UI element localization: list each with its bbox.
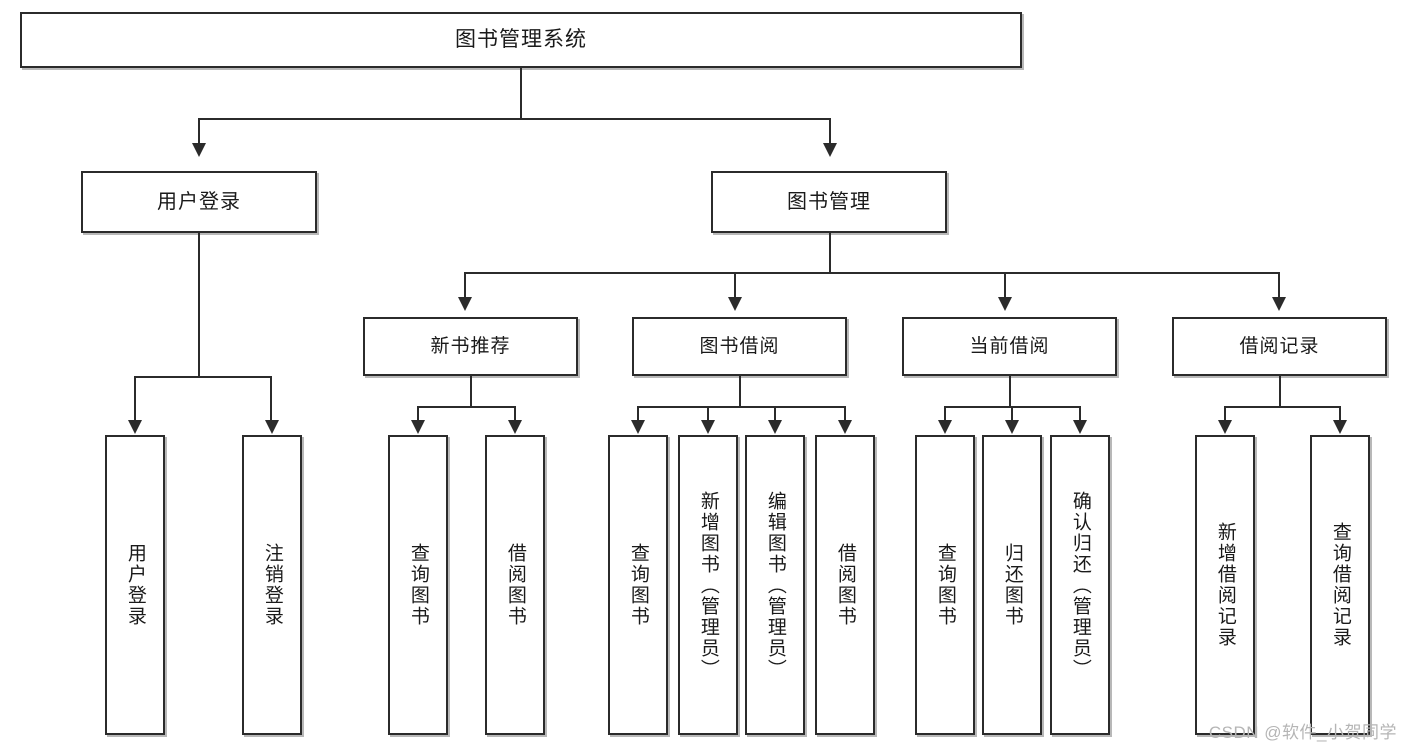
node-label: 借阅图书 — [504, 543, 526, 627]
node-book-borrow[interactable]: 图书借阅 — [632, 317, 847, 376]
edge-book-borrow-drop-1 — [637, 406, 639, 420]
leaf-borrow-record-query-record[interactable]: 查询借阅记录 — [1310, 435, 1370, 735]
node-label: 编辑图书（管理员） — [764, 490, 786, 680]
arrow-leaf-book-borrow-borrow — [838, 420, 852, 434]
node-new-book-recommend[interactable]: 新书推荐 — [363, 317, 578, 376]
edge-level1-bus — [198, 118, 830, 120]
edge-to-book-borrow — [734, 272, 736, 297]
arrow-leaf-borrow-record-query — [1333, 420, 1347, 434]
leaf-book-borrow-borrow-book[interactable]: 借阅图书 — [815, 435, 875, 735]
leaf-current-borrow-confirm-return-admin[interactable]: 确认归还（管理员） — [1050, 435, 1110, 735]
node-book-management[interactable]: 图书管理 — [711, 171, 947, 233]
edge-user-login-right-drop — [270, 376, 272, 420]
edge-borrow-record-bus — [1224, 406, 1340, 408]
edge-to-book-management — [829, 118, 831, 143]
leaf-borrow-record-add-record[interactable]: 新增借阅记录 — [1195, 435, 1255, 735]
edge-book-borrow-bus — [637, 406, 845, 408]
node-label: 图书管理系统 — [455, 27, 587, 51]
edge-user-login-bus — [134, 376, 271, 378]
edge-user-login-left-drop — [134, 376, 136, 420]
node-label: 查询借阅记录 — [1329, 522, 1351, 648]
edge-to-current-borrow — [1004, 272, 1006, 297]
arrow-leaf-book-borrow-add — [701, 420, 715, 434]
edge-to-new-book — [464, 272, 466, 297]
node-label: 图书借阅 — [699, 335, 780, 357]
edge-current-borrow-drop-2 — [1011, 406, 1013, 420]
arrow-leaf-borrow-record-add — [1218, 420, 1232, 434]
node-label: 查询图书 — [627, 543, 649, 627]
arrow-leaf-new-book-query — [411, 420, 425, 434]
edge-current-borrow-drop-1 — [944, 406, 946, 420]
node-label: 新增借阅记录 — [1214, 522, 1236, 648]
edge-borrow-record-stem — [1279, 376, 1281, 407]
node-label: 借阅记录 — [1239, 335, 1320, 357]
leaf-book-borrow-add-book-admin[interactable]: 新增图书（管理员） — [678, 435, 738, 735]
edge-current-borrow-stem — [1009, 376, 1011, 407]
edge-new-book-stem — [470, 376, 472, 407]
node-label: 查询图书 — [407, 543, 429, 627]
arrow-to-book-borrow — [728, 297, 742, 311]
arrow-leaf-book-borrow-query — [631, 420, 645, 434]
arrow-leaf-user-login-login — [128, 420, 142, 434]
node-label: 图书管理 — [787, 190, 871, 213]
node-label: 归还图书 — [1001, 543, 1023, 627]
node-label: 确认归还（管理员） — [1069, 490, 1091, 680]
arrow-leaf-book-borrow-edit — [768, 420, 782, 434]
node-user-login[interactable]: 用户登录 — [81, 171, 317, 233]
edge-level2-bus — [464, 272, 1280, 274]
edge-current-borrow-drop-3 — [1079, 406, 1081, 420]
arrow-leaf-user-login-logout — [265, 420, 279, 434]
node-label: 新增图书（管理员） — [697, 490, 719, 680]
leaf-user-login-login[interactable]: 用户登录 — [105, 435, 165, 735]
arrow-leaf-current-borrow-query — [938, 420, 952, 434]
arrow-to-book-management — [823, 143, 837, 157]
node-label: 借阅图书 — [834, 543, 856, 627]
edge-book-borrow-drop-4 — [844, 406, 846, 420]
edge-new-book-drop-2 — [514, 406, 516, 420]
node-label: 注销登录 — [261, 543, 283, 627]
leaf-user-login-logout[interactable]: 注销登录 — [242, 435, 302, 735]
edge-book-borrow-drop-2 — [707, 406, 709, 420]
node-label: 当前借阅 — [969, 335, 1050, 357]
edge-book-management-stem — [829, 233, 831, 273]
leaf-book-borrow-edit-book-admin[interactable]: 编辑图书（管理员） — [745, 435, 805, 735]
edge-borrow-record-drop-2 — [1339, 406, 1341, 420]
arrow-leaf-current-borrow-confirm — [1073, 420, 1087, 434]
leaf-current-borrow-return-book[interactable]: 归还图书 — [982, 435, 1042, 735]
arrow-to-user-login — [192, 143, 206, 157]
arrow-leaf-current-borrow-return — [1005, 420, 1019, 434]
edge-user-login-stem — [198, 233, 200, 377]
arrow-to-borrow-record — [1272, 297, 1286, 311]
edge-new-book-bus — [417, 406, 515, 408]
node-root-library-management-system[interactable]: 图书管理系统 — [20, 12, 1022, 68]
edge-root-stem — [520, 68, 522, 119]
edge-new-book-drop-1 — [417, 406, 419, 420]
leaf-book-borrow-query-book[interactable]: 查询图书 — [608, 435, 668, 735]
node-label: 查询图书 — [934, 543, 956, 627]
node-label: 新书推荐 — [430, 335, 511, 357]
edge-borrow-record-drop-1 — [1224, 406, 1226, 420]
leaf-current-borrow-query-book[interactable]: 查询图书 — [915, 435, 975, 735]
arrow-leaf-new-book-borrow — [508, 420, 522, 434]
edge-to-borrow-record — [1278, 272, 1280, 297]
node-borrow-record[interactable]: 借阅记录 — [1172, 317, 1387, 376]
arrow-to-new-book — [458, 297, 472, 311]
leaf-new-book-borrow-book[interactable]: 借阅图书 — [485, 435, 545, 735]
leaf-new-book-query-book[interactable]: 查询图书 — [388, 435, 448, 735]
arrow-to-current-borrow — [998, 297, 1012, 311]
node-current-borrow[interactable]: 当前借阅 — [902, 317, 1117, 376]
csdn-watermark: CSDN @软件_小贺同学 — [1208, 723, 1397, 742]
edge-to-user-login — [198, 118, 200, 143]
node-label: 用户登录 — [157, 190, 241, 213]
edge-book-borrow-stem — [739, 376, 741, 407]
edge-book-borrow-drop-3 — [774, 406, 776, 420]
node-label: 用户登录 — [124, 543, 146, 627]
